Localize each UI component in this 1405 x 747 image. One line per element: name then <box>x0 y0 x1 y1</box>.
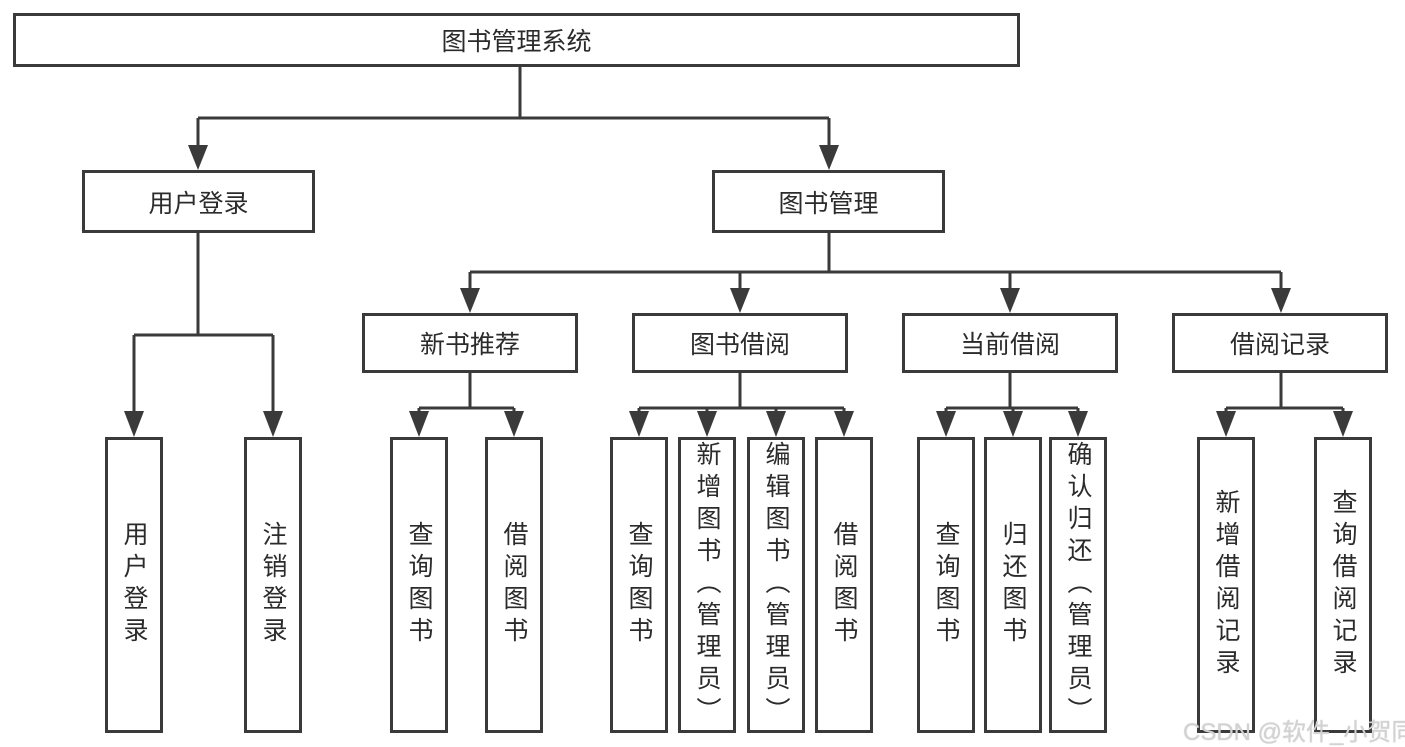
leaf-confirm-return-admin-label: 确认归还（管理员） <box>1064 441 1092 729</box>
leaf-edit-book-admin: 编辑图书（管理员） <box>747 437 805 733</box>
leaf-borrow-books-borrowing-label: 借阅图书 <box>830 521 858 649</box>
node-book-borrowing: 图书借阅 <box>632 313 848 373</box>
leaf-query-borrow-record: 查询借阅记录 <box>1314 437 1372 733</box>
leaf-query-books-recommend-label: 查询图书 <box>405 521 433 649</box>
node-borrowing-records: 借阅记录 <box>1172 313 1388 373</box>
node-root-label: 图书管理系统 <box>441 28 592 56</box>
node-book-management: 图书管理 <box>712 170 945 233</box>
leaf-add-borrow-record: 新增借阅记录 <box>1197 437 1255 733</box>
leaf-add-book-admin: 新增图书（管理员） <box>678 437 736 733</box>
connector-book-management-branch <box>460 233 1291 313</box>
leaf-borrow-books-recommend-label: 借阅图书 <box>500 521 528 649</box>
node-book-borrowing-label: 图书借阅 <box>689 331 790 359</box>
node-current-borrowing-label: 当前借阅 <box>959 331 1060 359</box>
connector-book-borrowing-fan <box>629 373 854 437</box>
leaf-edit-book-admin-label: 编辑图书（管理员） <box>762 441 790 729</box>
node-root: 图书管理系统 <box>13 13 1020 67</box>
leaf-borrow-books-borrowing: 借阅图书 <box>815 437 873 733</box>
node-new-book-recommendation-label: 新书推荐 <box>419 331 520 359</box>
leaf-user-login: 用户登录 <box>105 437 163 733</box>
leaf-query-books-current: 查询图书 <box>917 437 975 733</box>
connector-user-login-branch <box>124 233 283 437</box>
leaf-logout-label: 注销登录 <box>259 521 287 649</box>
leaf-user-login-label: 用户登录 <box>120 521 148 649</box>
leaf-return-books: 归还图书 <box>984 437 1042 733</box>
connector-new-book-fan <box>409 373 524 437</box>
leaf-confirm-return-admin: 确认归还（管理员） <box>1049 437 1107 733</box>
node-new-book-recommendation: 新书推荐 <box>362 313 578 373</box>
connector-current-borrowing-fan <box>936 373 1088 437</box>
leaf-query-books-recommend: 查询图书 <box>390 437 448 733</box>
leaf-logout: 注销登录 <box>244 437 302 733</box>
leaf-add-book-admin-label: 新增图书（管理员） <box>693 441 721 729</box>
leaf-add-borrow-record-label: 新增借阅记录 <box>1212 489 1240 681</box>
node-book-management-label: 图书管理 <box>778 189 879 218</box>
node-user-login: 用户登录 <box>82 170 315 233</box>
connector-borrowing-records-fan <box>1216 373 1353 437</box>
leaf-query-borrow-record-label: 查询借阅记录 <box>1329 489 1357 681</box>
leaf-query-books-current-label: 查询图书 <box>932 521 960 649</box>
node-borrowing-records-label: 借阅记录 <box>1229 331 1330 359</box>
leaf-return-books-label: 归还图书 <box>999 521 1027 649</box>
node-current-borrowing: 当前借阅 <box>902 313 1118 373</box>
leaf-query-books-borrowing-label: 查询图书 <box>625 521 653 649</box>
node-user-login-label: 用户登录 <box>148 189 249 218</box>
connector-root-to-level1 <box>188 67 839 170</box>
watermark: CSDN @软件_小贺同学 <box>1183 719 1405 746</box>
leaf-query-books-borrowing: 查询图书 <box>610 437 668 733</box>
leaf-borrow-books-recommend: 借阅图书 <box>485 437 543 733</box>
